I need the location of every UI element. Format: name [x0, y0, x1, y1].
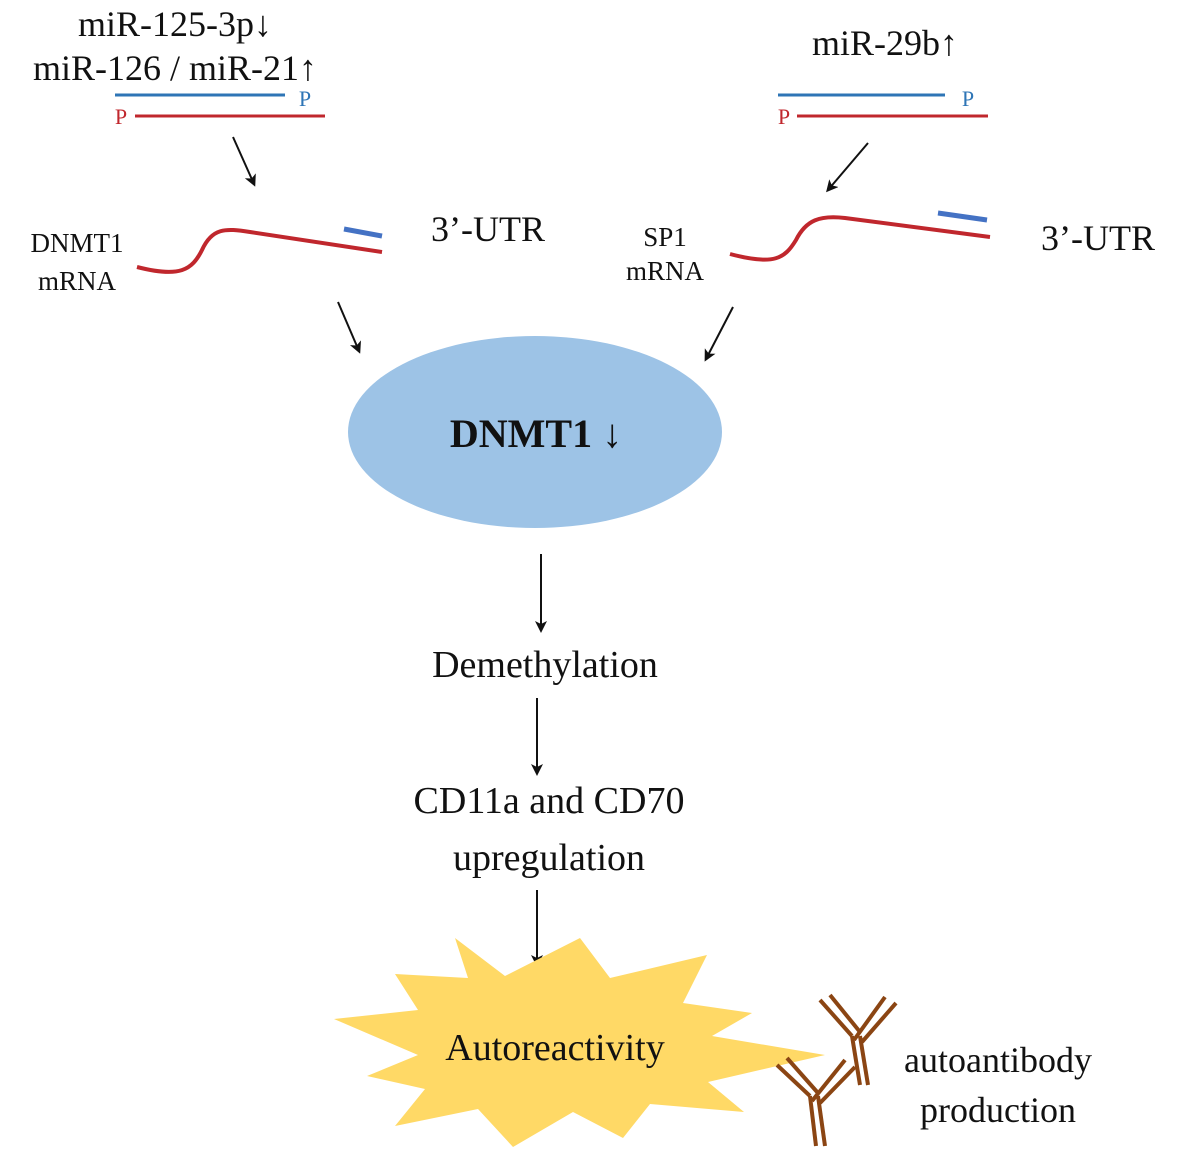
dnmt1-mrna-group: DNMT1 mRNA 3’-UTR: [31, 209, 545, 296]
sp1-mrna-utr-label: 3’-UTR: [1041, 218, 1155, 258]
dnmt1-utr-mirna-binding: [343, 226, 383, 239]
sp1-utr-mirna-binding: [937, 210, 988, 223]
arrow-right-mirna-to-sp1-mrna: [826, 142, 869, 193]
autoreactivity-burst-shape: [334, 938, 825, 1147]
left-mirna-p-top: P: [299, 86, 311, 111]
antibody-icon-lower: [775, 1056, 857, 1147]
left-mirna-p-bottom: P: [115, 104, 127, 129]
autoreactivity-label: Autoreactivity: [445, 1027, 664, 1069]
left-mirna-line2: miR-126 / miR-21↑: [33, 48, 317, 88]
upregulation-line2: upregulation: [453, 837, 645, 879]
arrow-left-mirna-to-dnmt1-mrna: [232, 136, 256, 187]
dnmt1-node: DNMT1 ↓: [348, 336, 722, 528]
dnmt1-node-label: DNMT1 ↓: [450, 411, 622, 456]
sp1-mrna-strand: [729, 215, 991, 262]
right-mirna-line1: miR-29b↑: [812, 23, 958, 63]
left-mirna-line1: miR-125-3p↓: [78, 4, 272, 44]
demethylation-label: Demethylation: [432, 644, 658, 686]
dnmt1-mrna-label-line1: DNMT1: [31, 228, 124, 258]
arrow-dnmt1-mrna-to-dnmt1: [337, 301, 361, 354]
autoreactivity-burst: Autoreactivity: [334, 938, 825, 1147]
sp1-mrna-label-line2: mRNA: [626, 256, 705, 286]
antibody-icon-upper: [818, 993, 898, 1086]
autoantibody-line1: autoantibody: [904, 1040, 1092, 1080]
sp1-mrna-label-line1: SP1: [643, 222, 687, 252]
autoantibody-line2: production: [920, 1090, 1076, 1130]
sp1-mrna-group: SP1 mRNA 3’-UTR: [626, 210, 1155, 286]
dnmt1-mrna-utr-label: 3’-UTR: [431, 209, 545, 249]
dnmt1-mrna-strand: [136, 228, 383, 274]
right-mirna-group: miR-29b↑ P P: [778, 23, 988, 129]
dnmt1-mrna-label-line2: mRNA: [38, 266, 117, 296]
dnmt1-ellipse: [348, 336, 722, 528]
arrow-sp1-mrna-to-dnmt1: [704, 306, 734, 362]
right-mirna-p-top: P: [962, 86, 974, 111]
upregulation-line1: CD11a and CD70: [414, 780, 685, 822]
right-mirna-p-bottom: P: [778, 104, 790, 129]
left-mirna-group: miR-125-3p↓ miR-126 / miR-21↑ P P: [33, 4, 325, 129]
